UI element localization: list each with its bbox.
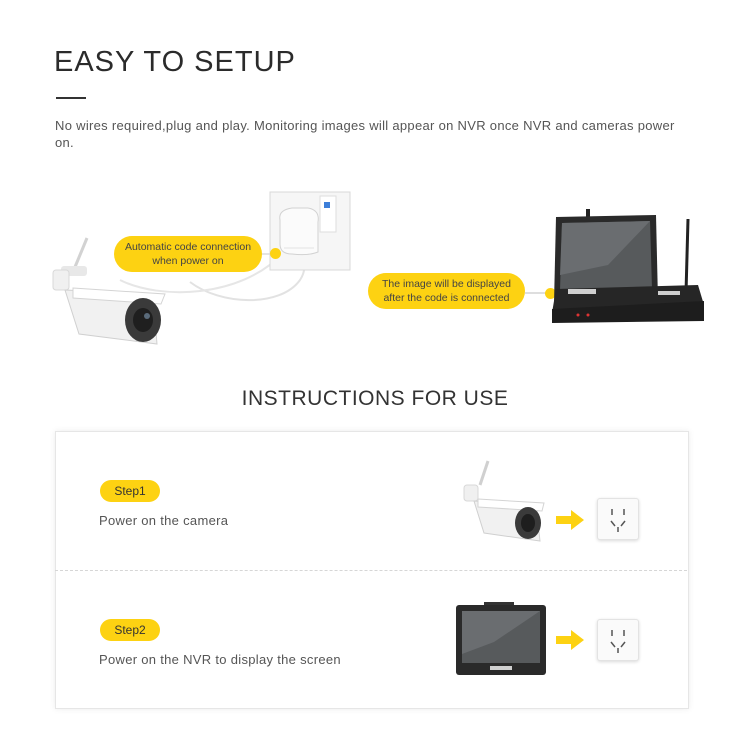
step2-text: Power on the NVR to display the screen [99,652,341,667]
connection-dot [270,248,281,259]
arrow-right-icon [556,630,584,650]
nvr-callout-line2: after the code is connected [383,292,510,304]
nvr-monitor-icon [456,602,546,675]
power-outlet-icon [597,498,639,540]
connection-dot [545,288,556,299]
instructions-title: INSTRUCTIONS FOR USE [241,387,509,410]
camera-icon [52,237,166,345]
power-outlet-icon [597,619,639,661]
nvr-monitor-icon [552,209,704,323]
nvr-callout: The image will be displayed after the co… [368,273,525,309]
nvr-callout-line1: The image will be displayed [382,278,511,290]
setup-description: No wires required,plug and play. Monitor… [55,118,675,150]
step1-badge: Step1 [100,480,160,502]
wall-socket-icon [269,191,351,271]
step2-badge: Step2 [100,619,160,641]
step1-text: Power on the camera [99,513,229,528]
camera-callout-line1: Automatic code connection [124,241,252,253]
steps-divider [55,570,687,571]
page-title: EASY TO SETUP [54,46,296,78]
camera-callout: Automatic code connection when power on [114,236,262,272]
title-underline [56,97,86,99]
camera-icon [463,460,545,542]
camera-callout-line2: when power on [152,255,224,267]
arrow-right-icon [556,510,584,530]
